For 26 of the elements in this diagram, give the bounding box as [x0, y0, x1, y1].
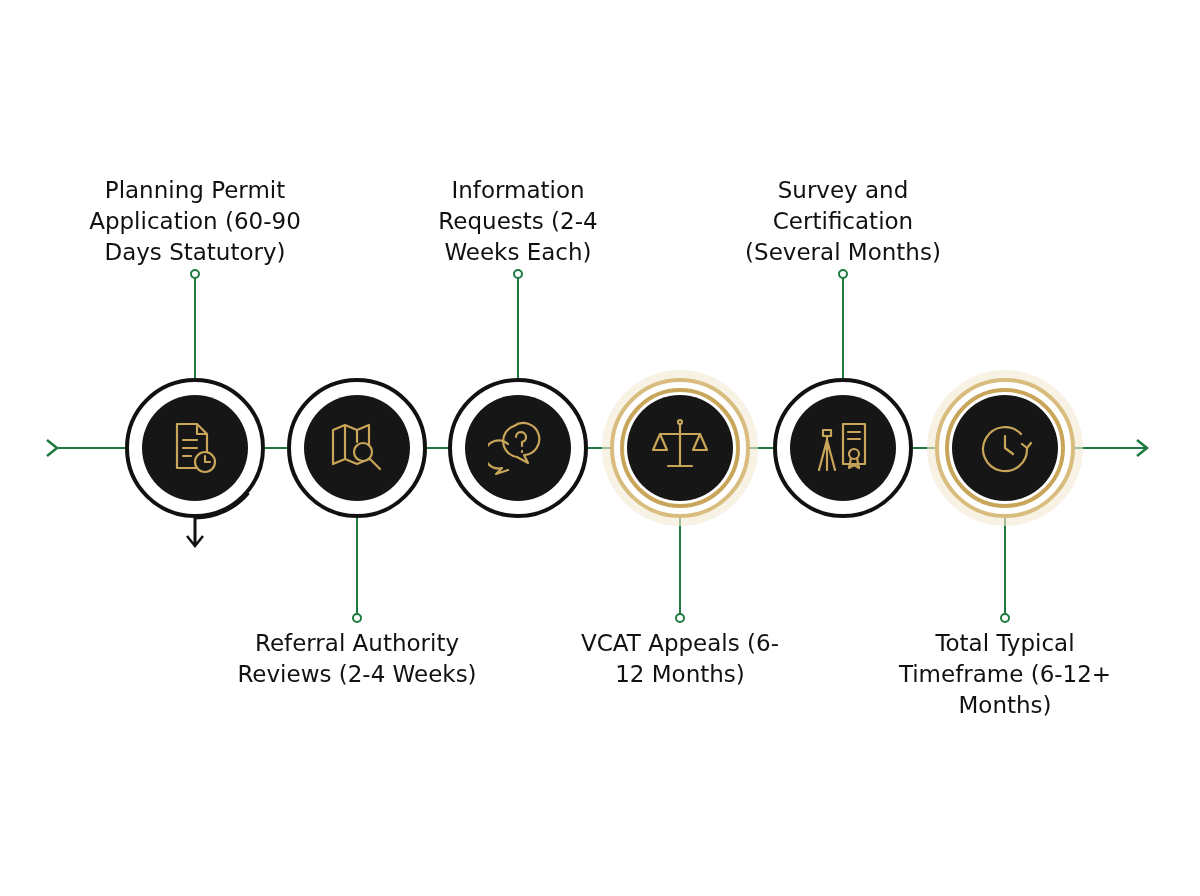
leader-line	[190, 269, 200, 379]
step-label: Planning Permit Application (60-90 Days Statutory)	[70, 175, 320, 268]
step-label: Survey and Certification (Several Months)	[733, 175, 953, 268]
timeline-line	[587, 447, 611, 449]
arrow	[45, 438, 126, 458]
leader-line	[838, 269, 848, 379]
timeline-line	[264, 447, 288, 449]
step-circle	[448, 378, 588, 518]
step-label: Total Typical Timeframe (6-12+ Months)	[895, 628, 1115, 721]
highlighted-step-circle	[925, 368, 1085, 528]
timeline-line	[912, 447, 936, 449]
highlighted-step-circle	[600, 368, 760, 528]
leader-line	[352, 517, 362, 623]
leader-line	[513, 269, 523, 379]
arrow	[1074, 438, 1149, 458]
timeline-line	[426, 447, 449, 449]
step-circle	[773, 378, 913, 518]
step-circle	[125, 378, 265, 518]
leader-line	[1000, 517, 1010, 623]
leader-line	[675, 517, 685, 623]
step-label: Information Requests (2-4 Weeks Each)	[403, 175, 633, 268]
step-circle	[287, 378, 427, 518]
step-label: Referral Authority Reviews (2-4 Weeks)	[232, 628, 482, 690]
arrow	[185, 491, 250, 548]
timeline-line	[749, 447, 774, 449]
step-label: VCAT Appeals (6-12 Months)	[580, 628, 780, 690]
